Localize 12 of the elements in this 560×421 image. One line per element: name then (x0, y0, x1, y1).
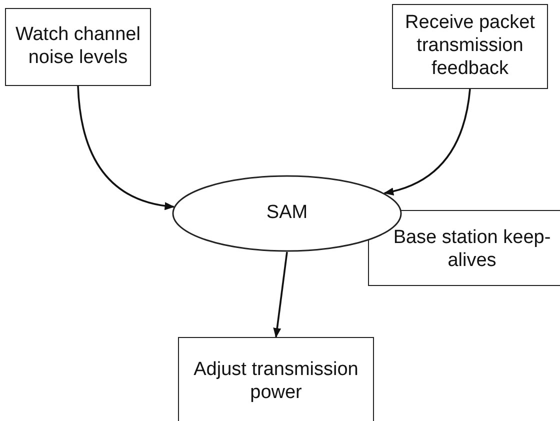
process-box (392, 4, 548, 89)
arrow (273, 252, 288, 338)
node-label: Base station keep-alives (392, 227, 552, 273)
node-label: SAM (266, 202, 308, 225)
node-label: Watch channel noise levels (14, 24, 142, 70)
process-box (368, 210, 560, 286)
arrow (384, 88, 471, 196)
node-label: Receive packet transmission feedback (404, 12, 536, 81)
node-label: Adjust transmission power (192, 359, 360, 405)
arrow (77, 86, 175, 210)
process-box (5, 8, 151, 86)
process-box (178, 337, 374, 421)
